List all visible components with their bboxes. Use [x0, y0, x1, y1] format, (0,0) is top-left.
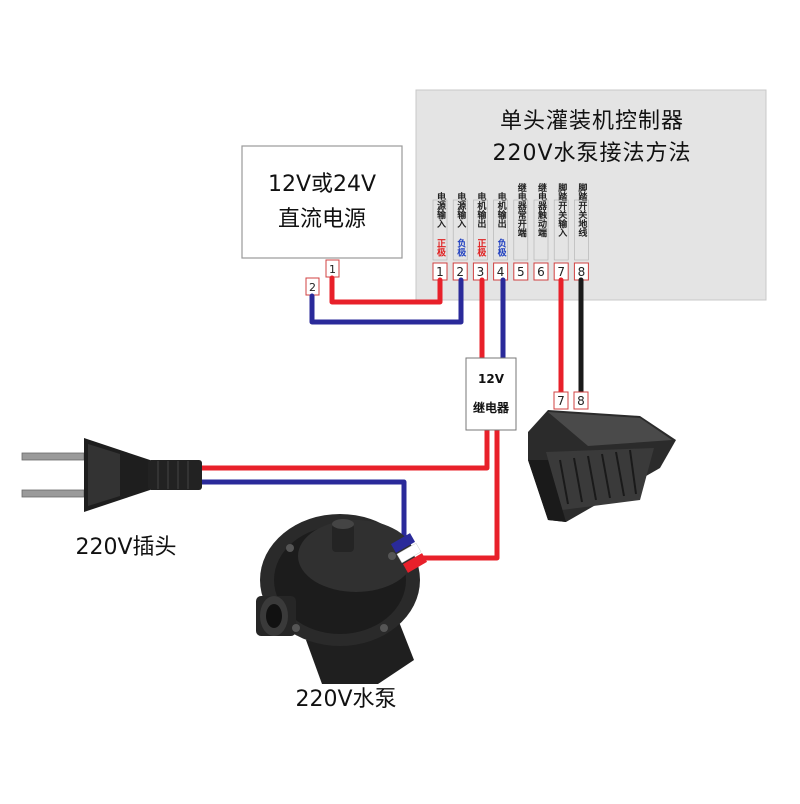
- plug-label: 220V插头: [75, 535, 176, 560]
- terminal-number-7: 7: [557, 265, 565, 279]
- wire-plug-to-pump-blue: [197, 479, 407, 543]
- power-terminal-2: 2: [305, 277, 320, 296]
- terminal-8: 脚踏开关地线 8: [573, 182, 589, 281]
- terminal-label-1: 电源输入: [435, 191, 447, 229]
- foot-pedal: [528, 410, 676, 522]
- terminal-label-2: 电源输入: [455, 191, 467, 229]
- terminal-label-8: 脚踏开关地线: [576, 182, 587, 238]
- wire-dc-positive: [329, 275, 443, 305]
- controller-title-line2: 220V水泵接法方法: [492, 141, 691, 166]
- terminal-number-6: 6: [537, 265, 545, 279]
- terminal-strip: 电源输入正极1电源输入负极2电机输出正极3电机输出负极4继电器常开端5继电器触动…: [432, 182, 589, 281]
- pedal-terminal-7: 7: [553, 391, 569, 410]
- controller-title-line1: 单头灌装机控制器: [500, 109, 684, 134]
- relay-voltage: 12V: [478, 372, 505, 386]
- svg-text:8: 8: [577, 394, 585, 408]
- wire-dc-negative: [309, 277, 464, 325]
- terminal-polarity-1: 正极: [435, 239, 446, 258]
- power-supply-type: 直流电源: [278, 207, 366, 232]
- terminal-label-3: 电机输出: [475, 191, 486, 229]
- water-pump: [256, 514, 428, 684]
- terminal-5: 继电器常开端 5: [513, 182, 529, 281]
- terminal-label-6: 继电器触动端: [536, 182, 548, 238]
- terminal-label-7: 脚踏开关输入: [556, 182, 568, 238]
- terminal-number-2: 2: [456, 265, 464, 279]
- terminal-number-3: 3: [477, 265, 485, 279]
- power-supply-voltage: 12V或24V: [268, 172, 376, 197]
- terminal-6: 继电器触动端 6: [533, 182, 549, 281]
- power-supply-box: [241, 145, 403, 259]
- pedal-terminal-8: 8: [573, 391, 589, 410]
- terminal-polarity-3: 正极: [475, 239, 486, 258]
- svg-text:7: 7: [557, 394, 565, 408]
- terminal-number-8: 8: [578, 265, 586, 279]
- wire-relay-to-plug-red: [197, 427, 490, 471]
- terminal-number-4: 4: [497, 265, 505, 279]
- wire-relay-to-pump-red: [417, 427, 500, 561]
- terminal-label-4: 电机输出: [496, 191, 507, 229]
- relay-box: [465, 357, 517, 431]
- terminal-number-1: 1: [436, 265, 444, 279]
- relay-label: 继电器: [473, 400, 510, 415]
- power-plug: [21, 438, 202, 512]
- terminal-polarity-4: 负极: [496, 238, 507, 258]
- terminal-polarity-2: 负极: [455, 238, 466, 258]
- terminal-label-5: 继电器常开端: [516, 182, 528, 238]
- terminal-7: 脚踏开关输入 7: [553, 182, 569, 281]
- svg-text:1: 1: [329, 263, 336, 276]
- svg-text:2: 2: [309, 281, 316, 294]
- power-terminal-1: 1: [325, 259, 340, 278]
- terminal-number-5: 5: [517, 265, 525, 279]
- pump-label: 220V水泵: [295, 687, 396, 712]
